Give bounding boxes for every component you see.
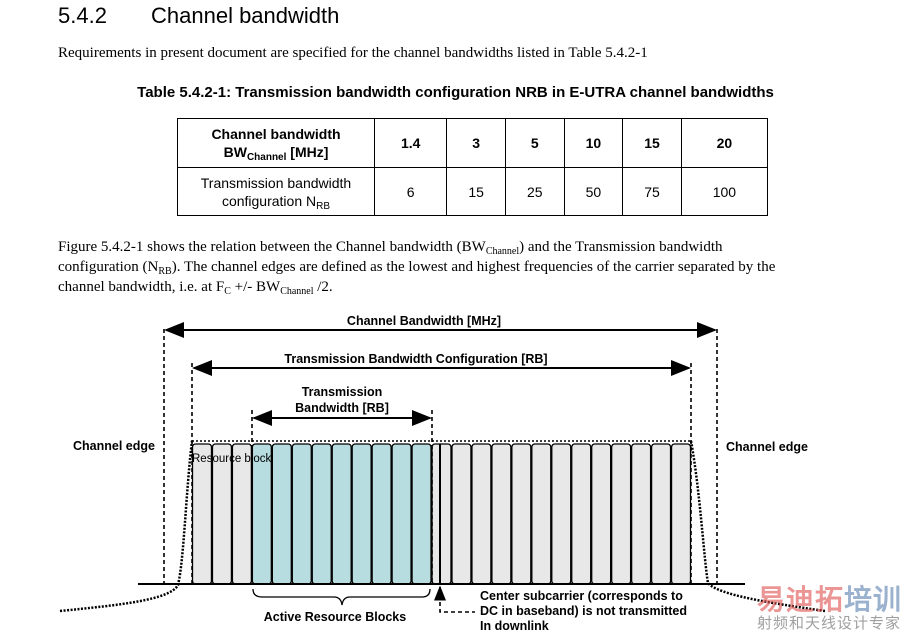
table-cell: 1.4 — [373, 118, 448, 168]
resource-block — [650, 443, 672, 585]
tx-config-label: Transmission Bandwidth Configuration [RB… — [284, 352, 547, 366]
resource-block-label: Resource block — [192, 453, 272, 465]
intro-text: Requirements in present document are spe… — [58, 45, 648, 61]
resource-block — [211, 443, 233, 585]
section-heading: 5.4.2 Channel bandwidth — [58, 3, 339, 29]
center-subcarrier-label: In downlink — [480, 619, 549, 632]
table-cell: 20 — [680, 118, 769, 168]
resource-block — [531, 443, 552, 585]
resource-block — [511, 443, 532, 585]
center-subcarrier-leader — [439, 602, 475, 613]
center-subcarrier-label: DC in baseband) is not transmitted — [480, 604, 687, 618]
watermark-subtitle: 射频和天线设计专家 — [757, 614, 902, 632]
table-cell: 15 — [622, 118, 682, 168]
watermark-logo: 易迪拓培训 — [757, 583, 903, 616]
paragraph-line: Figure 5.4.2-1 shows the relation betwee… — [58, 239, 723, 257]
table-caption: Table 5.4.2-1: Transmission bandwidth co… — [137, 84, 774, 101]
center-subcarrier-label: Center subcarrier (corresponds to — [480, 589, 683, 603]
channel-edge-left-label: Channel edge — [73, 439, 155, 453]
active-resource-block — [331, 443, 352, 585]
table-cell: 10 — [563, 118, 624, 168]
resource-block — [191, 443, 213, 585]
table-cell: 25 — [504, 167, 565, 216]
resource-block — [431, 443, 452, 585]
channel-edge-right-label: Channel edge — [726, 440, 808, 454]
active-rb-brace — [252, 588, 431, 606]
active-resource-block — [251, 443, 272, 585]
section-number: 5.4.2 — [58, 3, 107, 28]
active-resource-block — [351, 443, 372, 585]
active-rb-label: Active Resource Blocks — [264, 610, 406, 624]
active-resource-block — [411, 443, 432, 585]
resource-block — [491, 443, 512, 585]
resource-blocks — [191, 443, 692, 585]
bandwidth-figure: Channel Bandwidth [MHz] Transmission Ban… — [59, 314, 826, 632]
table-cell: 100 — [680, 167, 769, 216]
table-cell: 75 — [622, 167, 682, 216]
active-resource-block — [391, 443, 412, 585]
tx-bw-label: Bandwidth [RB] — [295, 401, 389, 415]
table-cell: 6 — [373, 167, 448, 216]
table-cell: 15 — [446, 167, 506, 216]
active-resource-block — [271, 443, 292, 585]
resource-block — [591, 443, 612, 585]
resource-block — [611, 443, 632, 585]
channel-bandwidth-label: Channel Bandwidth [MHz] — [347, 314, 501, 328]
table-cell: 50 — [563, 167, 624, 216]
resource-block — [571, 443, 592, 585]
paragraph-line: configuration (NRB). The channel edges a… — [58, 259, 776, 277]
resource-block — [451, 443, 472, 585]
active-resource-block — [291, 443, 312, 585]
resource-block — [670, 443, 692, 585]
table-cell: 3 — [446, 118, 506, 168]
active-resource-block — [311, 443, 332, 585]
resource-block — [551, 443, 572, 585]
resource-block — [231, 443, 253, 585]
paragraph-line: channel bandwidth, i.e. at FC +/- BWChan… — [58, 279, 333, 297]
active-resource-block — [371, 443, 392, 585]
section-title: Channel bandwidth — [151, 3, 340, 28]
resource-block — [471, 443, 492, 585]
table-cell: 5 — [504, 118, 565, 168]
tx-bw-label: Transmission — [302, 385, 383, 399]
resource-block — [630, 443, 652, 585]
